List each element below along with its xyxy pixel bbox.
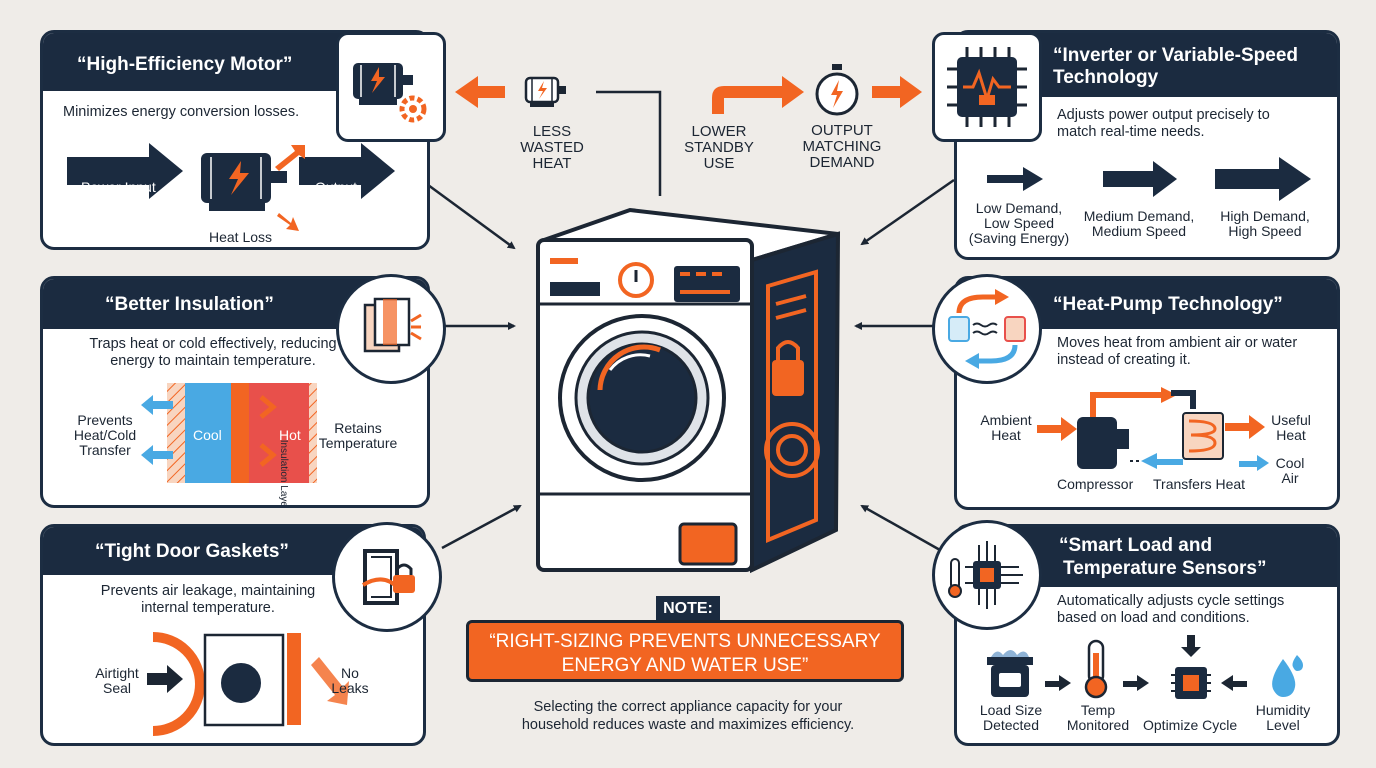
note-headline-line1: “RIGHT-SIZING PREVENTS UNNECESSARY [489,631,881,652]
arrow-gasket-to-washer [441,504,522,550]
transfers-heat-label: Transfers Heat [1153,476,1246,492]
gaskets-title: “Tight Door Gaskets” [95,541,289,562]
insulation-block-icon [336,274,446,384]
orange-curved-arrow-icon [712,76,804,114]
orange-arrow-right-icon [872,76,922,108]
note-body: Selecting the correct appliance capacity… [521,699,855,733]
arrow-inverter-to-washer [860,178,955,246]
sensor-chip-icon [932,520,1042,630]
insulation-desc: Traps heat or cold effectively, reducing… [89,336,337,369]
heatpump-diagram [1037,387,1269,471]
gaskets-panel: “Tight Door Gaskets” Prevents air leakag… [40,524,426,746]
processor-chip-icon [1171,667,1211,699]
motor-diagram [67,143,395,231]
motor-title: “High-Efficiency Motor” [77,54,293,75]
connector-top-line [596,90,662,196]
heat-loss-label: Heat Loss [209,229,273,245]
inverter-speed-arrows [987,157,1311,201]
gaskets-diagram [147,632,349,736]
compressor-label: Compressor [1057,476,1134,492]
motor-lightning-icon [518,64,570,116]
output-label: Output [315,179,358,195]
note-tag: NOTE: [656,596,720,622]
water-drop-icon [1272,655,1303,697]
orange-arrow-left-icon [455,76,505,108]
top-flow-arrows [455,76,922,114]
sensors-title: “Smart Load and Temperature Sensors” [1059,535,1267,579]
washing-machine-illustration [536,207,841,574]
arrow-sensors-to-washer [860,504,941,552]
door-lock-icon [332,522,442,632]
insulation-panel: “Better Insulation” Traps heat or cold e… [40,276,430,508]
laundry-basket-icon [987,650,1033,697]
sensors-diagram [987,635,1303,699]
motor-desc: Minimizes energy conversion losses. [63,104,300,120]
insulation-diagram [141,383,317,483]
insulation-title: “Better Insulation” [105,294,274,315]
inverter-panel: “Inverter or Variable-Speed Technology A… [954,30,1340,260]
cool-label: Cool [193,427,222,443]
motor-icon [201,153,287,211]
note-headline-line2: ENERGY AND WATER USE” [561,655,809,676]
heatpump-title: “Heat-Pump Technology” [1053,294,1283,315]
hot-label: Hot [279,427,301,443]
stopwatch-icon [812,62,862,118]
note-headline-box: “RIGHT-SIZING PREVENTS UNNECESSARY ENERG… [466,620,904,682]
arrow-motor-to-washer [423,180,516,250]
thermometer-icon [1084,639,1108,699]
power-input-label: Power Input [81,179,156,195]
chip-waveform-icon [932,32,1042,142]
heat-exchange-cycle-icon [932,274,1042,384]
optimize-cycle-label: Optimize Cycle [1143,717,1238,733]
inverter-title: “Inverter or Variable-Speed Technology [1053,45,1298,88]
medium-demand-label: Medium Demand,Medium Speed [1083,208,1195,239]
low-demand-label: Low Demand,Low Speed(Saving Energy) [968,200,1070,246]
high-demand-label: High Demand,High Speed [1220,208,1310,239]
motor-gear-icon [336,32,446,142]
